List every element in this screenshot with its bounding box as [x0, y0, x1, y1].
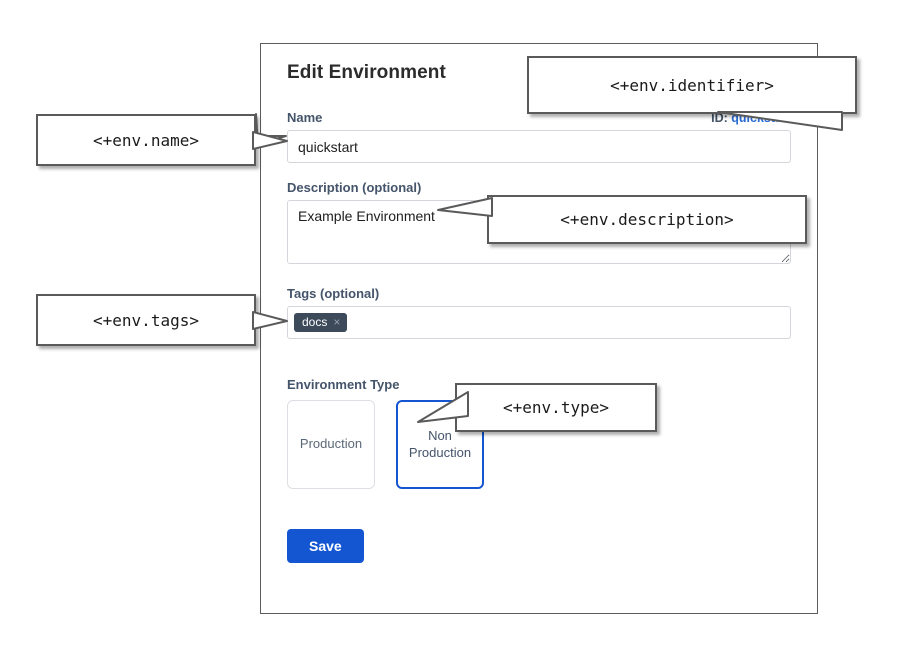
callout-env-tags-pointer [252, 311, 288, 330]
close-icon[interactable]: × [333, 315, 341, 329]
name-label: Name [287, 110, 323, 125]
name-field-block: Name ID: quickstart [287, 110, 791, 163]
tag-chip-label: docs [302, 315, 328, 329]
tags-label: Tags (optional) [287, 286, 380, 301]
callout-env-name: <+env.name> [36, 114, 256, 166]
id-label: ID: [711, 111, 728, 125]
callout-env-identifier-text: <+env.identifier> [610, 75, 774, 95]
page-title: Edit Environment [287, 62, 446, 83]
callout-env-identifier-pointer [717, 111, 843, 131]
environment-type-option-label: Production [299, 436, 363, 452]
callout-env-name-text: <+env.name> [93, 130, 199, 150]
callout-env-description-pointer [437, 197, 493, 217]
callout-env-identifier: <+env.identifier> [527, 56, 857, 114]
callout-env-description-text: <+env.description> [560, 210, 734, 229]
description-label: Description (optional) [287, 180, 422, 195]
callout-env-type-pointer [417, 391, 469, 423]
callout-env-tags: <+env.tags> [36, 294, 256, 346]
tags-field-block: Tags (optional) docs × [287, 286, 791, 339]
tags-input[interactable]: docs × [287, 306, 791, 339]
environment-type-option-label: Non Production [408, 428, 472, 460]
environment-type-label: Environment Type [287, 377, 400, 392]
tags-label-row: Tags (optional) [287, 286, 791, 301]
callout-env-name-pointer [252, 131, 288, 150]
callout-env-type-text: <+env.type> [503, 398, 609, 417]
environment-type-option-production[interactable]: Production [287, 400, 375, 489]
tag-chip[interactable]: docs × [294, 313, 348, 332]
name-input[interactable] [287, 130, 791, 163]
callout-env-type: <+env.type> [455, 383, 657, 432]
save-button[interactable]: Save [287, 529, 364, 563]
description-label-row: Description (optional) [287, 180, 791, 195]
callout-env-description: <+env.description> [487, 195, 807, 244]
callout-env-tags-text: <+env.tags> [93, 310, 199, 330]
